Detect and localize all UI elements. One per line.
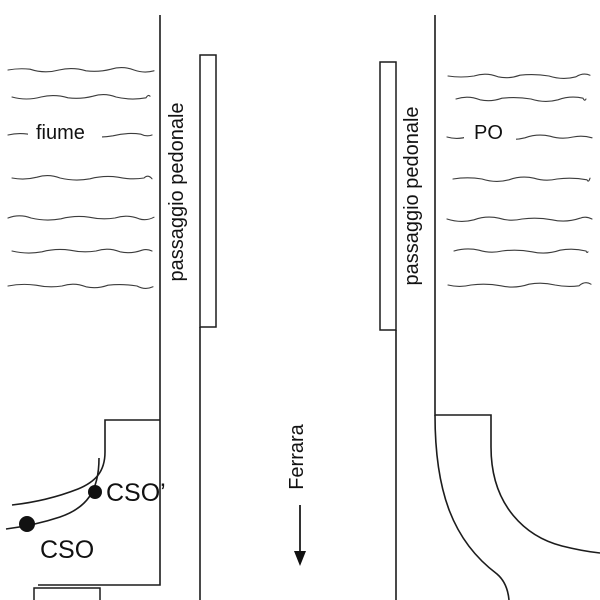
direction-label-ferrara: Ferrara [286,423,308,489]
left-bottom-rect [33,587,101,600]
river-water-left [7,67,155,289]
point-cso-prime-marker [88,485,102,499]
point-cso-marker [19,516,35,532]
water-wave-line [447,282,592,288]
river-label-fiume: fiume [36,122,85,144]
water-wave-line [455,96,587,102]
water-wave-line [7,283,154,289]
water-wave-line [7,67,155,73]
point-label-cso-prime: CSO’ [106,479,166,507]
right-walkway-rect [379,61,397,331]
water-wave-line [453,248,589,254]
river-water-right [446,73,593,288]
left-bridge-edge [38,15,161,586]
walkway-label-right: passaggio pedonale [401,106,423,285]
left-junction-inner-curve [11,419,160,506]
right-river-label-bg [464,116,516,144]
point-label-cso: CSO [40,536,94,564]
right-junction-inner-curve [434,414,510,600]
water-wave-line [11,94,151,100]
arrow-head [294,551,306,566]
left-river-label-bg [28,116,102,144]
water-wave-line [11,175,153,181]
water-wave-line [11,248,153,254]
water-wave-line [447,73,591,79]
arrow-down-icon [294,505,306,566]
river-label-po: PO [474,122,503,144]
walkway-label-left: passaggio pedonale [166,102,188,281]
water-wave-line [446,216,593,222]
water-wave-line [7,215,155,221]
left-walkway-rect [199,54,217,328]
left-junction-outer-curve [5,457,100,530]
water-wave-line [452,176,591,182]
right-bridge-edge [434,15,600,554]
